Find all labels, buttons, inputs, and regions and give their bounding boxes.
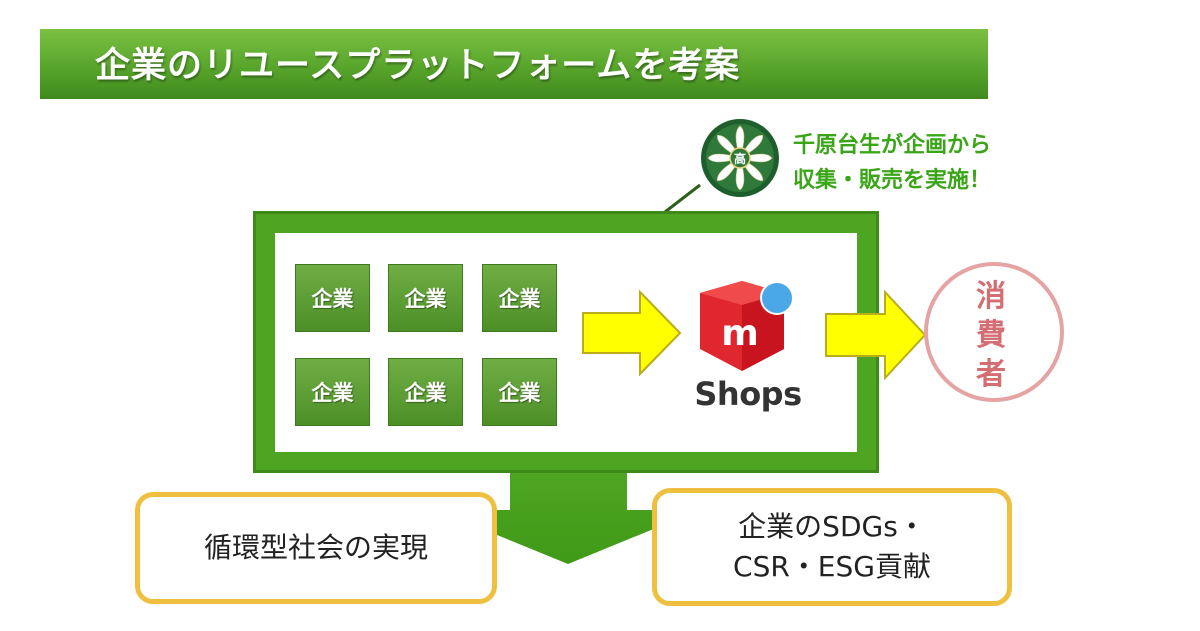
consumer-circle	[924, 262, 1064, 402]
company-tile: 企業	[295, 358, 370, 426]
consumer-label: 消 費 者	[966, 277, 1016, 394]
outcome-right-line-2: CSR・ESG貢献	[733, 550, 931, 583]
company-tile: 企業	[295, 264, 370, 332]
arrow-to-shops-icon	[582, 289, 682, 377]
school-emblem-icon: 高	[701, 119, 779, 197]
emblem-char: 高	[734, 151, 746, 166]
consumer-char: 消	[976, 279, 1006, 314]
outcome-circular-society: 循環型社会の実現	[135, 492, 497, 604]
title-bar	[40, 29, 988, 99]
company-tile: 企業	[388, 358, 463, 426]
callout-text: 千原台生が企画から 収集・販売を実施！	[793, 128, 1073, 198]
logo-letter: m	[721, 313, 759, 354]
company-tile: 企業	[388, 264, 463, 332]
outcome-right-line-1: 企業のSDGs・	[738, 510, 926, 543]
company-tile: 企業	[482, 264, 557, 332]
outcome-sdgs-contribution: 企業のSDGs・ CSR・ESG貢献	[652, 488, 1012, 606]
consumer-char: 者	[976, 357, 1006, 392]
page-title: 企業のリユースプラットフォームを考案	[95, 46, 741, 86]
outcome-left-text: 循環型社会の実現	[203, 531, 428, 564]
shops-label: Shops	[694, 375, 802, 413]
callout-line-1: 千原台生が企画から	[793, 133, 992, 158]
company-tile: 企業	[482, 358, 557, 426]
callout-line-2: 収集・販売を実施！	[793, 168, 992, 193]
mercari-shops-logo-icon: m	[700, 281, 794, 371]
arrow-to-consumer-icon	[825, 289, 927, 381]
consumer-char: 費	[976, 318, 1006, 353]
